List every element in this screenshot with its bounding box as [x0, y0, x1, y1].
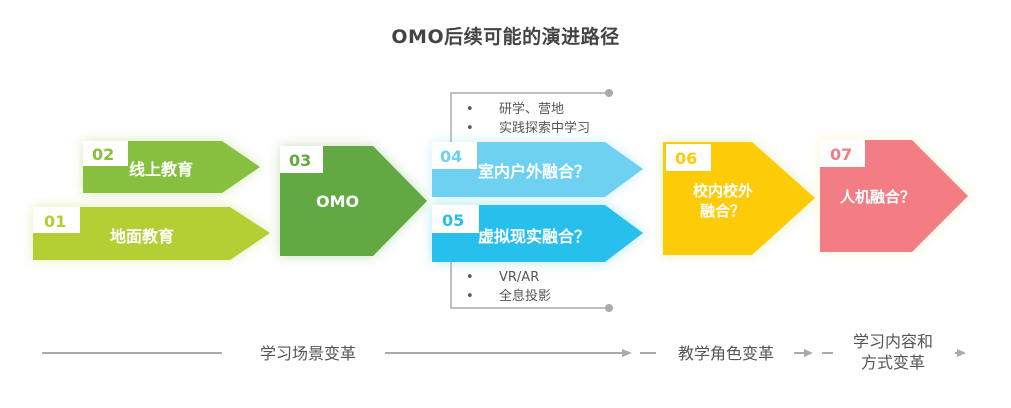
note-bullet: • — [466, 121, 474, 136]
step-04-label: 室内户外融合？ — [478, 162, 590, 181]
note-bottom-1: VR/AR — [499, 270, 539, 285]
note-top-1: 研学、营地 — [499, 101, 564, 117]
timeline-phase-3-line2: 方式变革 — [860, 353, 925, 372]
step-02-number-box — [83, 141, 128, 166]
timeline-arrow-icon — [804, 349, 813, 357]
step-03-number-box — [280, 146, 323, 173]
note-bullet: • — [466, 270, 474, 285]
step-06-number: 06 — [675, 149, 697, 168]
step-06-number-box — [666, 144, 711, 171]
step-07-number: 07 — [830, 145, 852, 164]
step-07-label: 人机融合？ — [840, 188, 915, 206]
timeline-arrow-icon — [622, 349, 632, 357]
bracket-dot-icon — [605, 304, 613, 312]
step-02: 02 线上教育 — [83, 141, 260, 193]
step-06: 06 校内校外 融合？ — [663, 142, 815, 255]
step-06-label-line1: 校内校外 — [693, 182, 753, 200]
timeline-phase-1: 学习场景变革 — [259, 344, 356, 363]
step-05: 05 虚拟现实融合？ — [432, 205, 643, 262]
timeline-arrow-icon — [957, 349, 966, 357]
step-03: 03 OMO — [280, 146, 427, 256]
note-bullet: • — [466, 102, 474, 117]
page-title: OMO后续可能的演进路径 — [391, 26, 620, 48]
step-03-arrow — [280, 146, 427, 256]
step-05-number: 05 — [442, 211, 464, 230]
step-04-number-box — [432, 142, 477, 169]
step-07-arrow — [820, 140, 968, 252]
step-04-number: 04 — [440, 147, 462, 166]
step-03-number: 03 — [289, 151, 311, 170]
step-01-number-box — [33, 207, 80, 233]
step-01: 01 地面教育 — [33, 207, 270, 260]
step-06-label-line2: 融合？ — [700, 202, 745, 220]
note-bullet: • — [466, 289, 474, 304]
timeline — [42, 349, 966, 357]
step-02-number: 02 — [92, 145, 114, 164]
timeline-phase-3: 学习内容和 方式变革 — [838, 331, 948, 373]
step-07: 07 人机融合？ — [820, 140, 968, 252]
step-07-number-box — [820, 140, 865, 167]
step-05-number-box — [432, 205, 479, 233]
note-bottom-2: 全息投影 — [499, 288, 551, 304]
step-04: 04 室内户外融合？ — [432, 142, 643, 197]
step-05-label: 虚拟现实融合？ — [478, 227, 590, 246]
step-03-label: OMO — [316, 192, 359, 211]
step-01-label: 地面教育 — [110, 227, 174, 246]
timeline-phase-2: 教学角色变革 — [677, 344, 774, 363]
step-01-arrow — [33, 207, 270, 260]
step-01-number: 01 — [44, 212, 66, 231]
timeline-phase-3-line1: 学习内容和 — [852, 332, 933, 351]
step-05-arrow — [432, 205, 643, 262]
bottom-bracket — [450, 262, 613, 312]
bracket-dot-icon — [605, 89, 613, 97]
top-bracket — [450, 89, 613, 142]
step-02-label: 线上教育 — [129, 160, 193, 179]
step-04-arrow — [432, 142, 643, 197]
note-top-2: 实践探索中学习 — [499, 120, 590, 136]
